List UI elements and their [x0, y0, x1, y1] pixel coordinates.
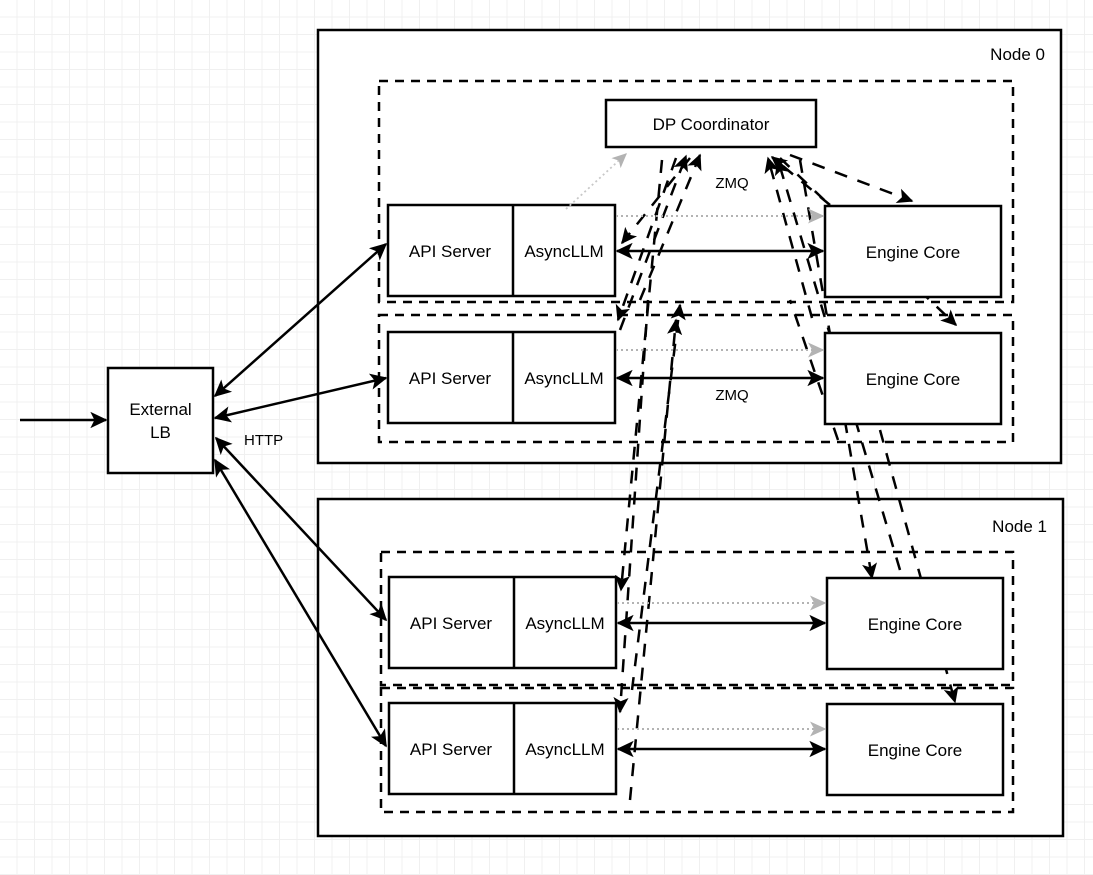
external-lb-box[interactable] — [106, 366, 215, 475]
zmq-label-mid: ZMQ — [715, 387, 748, 404]
edge-lb-to-node0-dp0-apiserver — [213, 242, 388, 398]
http-edge-label: HTTP — [244, 432, 283, 449]
dp-coordinator-node[interactable]: DP Coordinator — [604, 98, 818, 149]
external-lb-label-line1: External — [129, 400, 191, 419]
node0-dp0-apiserver-label: API Server — [409, 242, 492, 261]
node1-dp0-api-async-group[interactable]: API Server AsyncLLM — [387, 575, 618, 670]
edge-coordinator-to-node0-dp1-asyncllm — [615, 157, 678, 322]
zmq-label-top: ZMQ — [715, 175, 748, 192]
node1-dp0-apiserver-label: API Server — [410, 614, 493, 633]
edge-node0-dp1-asyncllm-to-coordinator — [618, 154, 688, 331]
node0-dp0-enginecore-label: Engine Core — [866, 243, 961, 262]
node1-dp1-asyncllm-label: AsyncLLM — [525, 740, 604, 759]
node0-dp0-apiserver-asyncllm-box[interactable] — [386, 203, 617, 298]
node1-dp1-api-async-group[interactable]: API Server AsyncLLM — [387, 701, 618, 796]
node0-dp1-enginecore-label: Engine Core — [866, 370, 961, 389]
node0-dp1-asyncllm-label: AsyncLLM — [524, 369, 603, 388]
http-edges — [213, 242, 388, 748]
node1-dp1-enginecore-group[interactable]: Engine Core — [825, 702, 1005, 797]
edge-lb-to-node1-dp1-apiserver — [213, 458, 388, 748]
node-0-label: Node 0 — [990, 45, 1045, 64]
node1-dp0-enginecore-box[interactable] — [825, 576, 1005, 671]
external-lb-node[interactable]: External LB — [106, 366, 215, 475]
node-1-label: Node 1 — [992, 517, 1047, 536]
edge-lb-to-node0-dp1-apiserver — [213, 373, 388, 423]
node1-dp0-apiserver-asyncllm-box[interactable] — [387, 575, 618, 670]
edge-node0-dp1-enginecore-to-coordinator — [764, 156, 814, 319]
edge-node1-dp1-asyncllm-to-coordinator — [628, 318, 683, 801]
node0-dp0-api-async-group[interactable]: API Server AsyncLLM — [386, 203, 617, 298]
node0-dp1-apiserver-label: API Server — [409, 369, 492, 388]
node0-dp1-apiserver-asyncllm-box[interactable] — [386, 330, 617, 425]
node1-dp1-enginecore-label: Engine Core — [868, 741, 963, 760]
edge-coordinator-to-node0-dp0-asyncllm — [621, 157, 691, 245]
node0-dp1-enginecore-group[interactable]: Engine Core — [823, 331, 1003, 426]
edge-node0-dp0-asyncllm-to-coordinator — [638, 153, 702, 301]
node0-dp1-enginecore-box[interactable] — [823, 331, 1003, 426]
node1-dp1-apiserver-asyncllm-box[interactable] — [387, 701, 618, 796]
dp-coordinator-label: DP Coordinator — [653, 115, 770, 134]
edge-coordinator-to-node1-dp1-asyncllm — [613, 299, 650, 714]
node1-dp0-enginecore-group[interactable]: Engine Core — [825, 576, 1005, 671]
edge-coordinator-to-node0-dp0-enginecore — [789, 153, 914, 203]
replica-group-node0-dp0 — [377, 79, 1015, 304]
node0-dp1-api-async-group[interactable]: API Server AsyncLLM — [386, 330, 617, 425]
node0-dp0-enginecore-group[interactable]: Engine Core — [823, 204, 1003, 299]
node0-dp0-asyncllm-label: AsyncLLM — [524, 242, 603, 261]
replica-group-node1-dp1 — [379, 686, 1015, 814]
node1-dp1-apiserver-label: API Server — [410, 740, 493, 759]
node1-dp0-asyncllm-label: AsyncLLM — [525, 614, 604, 633]
edge-node0-dp0-asyncllm-dotted-to-coordinator — [565, 153, 627, 210]
dp-coordinator-box[interactable] — [604, 98, 818, 149]
node0-dp0-enginecore-box[interactable] — [823, 204, 1003, 299]
external-lb-label-line2: LB — [150, 423, 171, 442]
node1-dp1-enginecore-box[interactable] — [825, 702, 1005, 797]
node1-dp0-enginecore-label: Engine Core — [868, 615, 963, 634]
